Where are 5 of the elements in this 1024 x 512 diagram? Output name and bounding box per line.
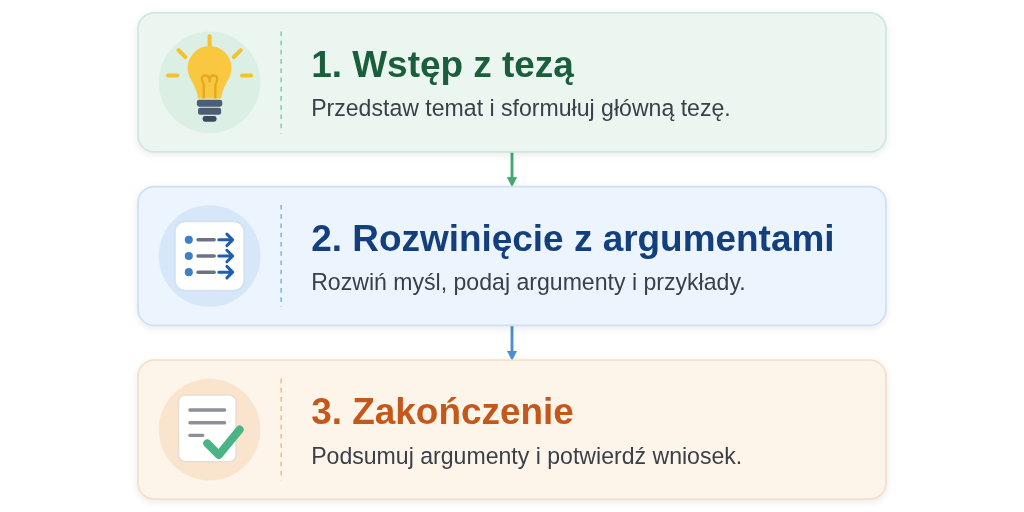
node-box: 1. Wstęp z tezą Przedstaw temat i sformułuj główną tezę. bbox=[137, 12, 887, 153]
node-box: 2. Rozwinięcie z argumentami Rozwiń myśl, podaj argumenty i przykłady. bbox=[137, 185, 887, 327]
node-box: 3. Zakończenie Podsumuj argumenty i potwierdź wniosek. bbox=[137, 359, 887, 500]
arrow bbox=[506, 151, 518, 187]
arrow bbox=[506, 325, 518, 361]
